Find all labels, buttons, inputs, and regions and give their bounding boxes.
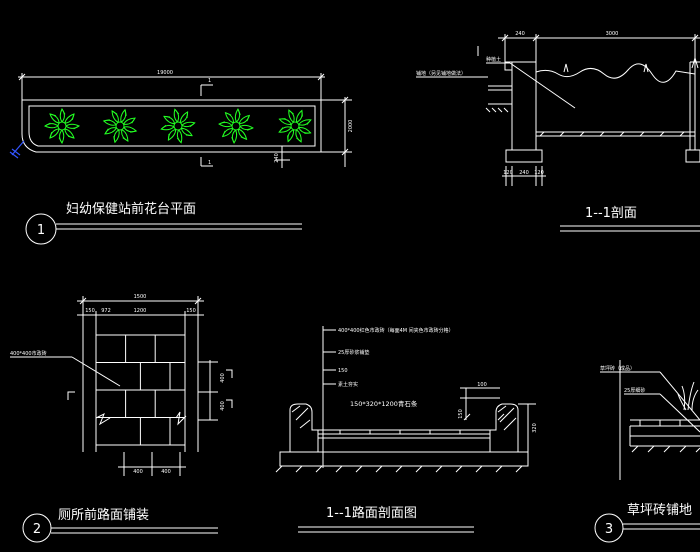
paving-bottom-dim-1: 400 [133, 469, 143, 475]
paving-section-base [279, 451, 529, 467]
panel1-title: 妇幼保健站前花台平面 [66, 201, 196, 217]
panel4-title: 1--1路面剖面图 [326, 505, 417, 521]
lawn-brick-section: 草坪砖（成品） 25厚细砂 3 草坪砖铺地 [594, 360, 700, 543]
plant-icon [218, 108, 254, 144]
plan-length-label: 19000 [157, 70, 173, 76]
paving-section-dim-v3: 320 [532, 423, 538, 433]
planter-outline-outer [21, 99, 322, 153]
section-ground-hatch [485, 107, 509, 113]
paving-plan: 1500 150 972 1200 150 400*400市政砖 400 400 [10, 294, 233, 543]
section-bottom-dim-1: 120 [503, 170, 513, 176]
panel1-number: 1 [37, 223, 45, 238]
panel5-title: 草坪砖铺地 [627, 503, 692, 518]
plant-icon [43, 107, 81, 145]
lawn-label-1: 草坪砖（成品） [600, 365, 635, 372]
paving-dim-c: 1200 [134, 308, 147, 314]
section-soil-surface [535, 63, 696, 83]
paving-section-callout-1: 400*400红色市政砖（每面4M 间夹色市政砖分格） [338, 327, 454, 334]
section-marker-bottom-label: 1 [208, 160, 211, 166]
paving-section-dim-v2: 150 [458, 409, 464, 419]
paving-tile-grid [96, 334, 185, 446]
paving-dim-d: 150 [186, 308, 196, 314]
section-total-dim: 3000 [606, 31, 619, 37]
panel5-number-circle [594, 513, 624, 543]
lawn-grass [677, 381, 699, 411]
plan-dimension-width: 2000 [321, 96, 354, 167]
panel3-number: 2 [33, 522, 41, 537]
panel2-title: 1--1剖面 [585, 206, 637, 221]
paving-dim-b: 972 [101, 308, 111, 314]
planter-plants [43, 107, 312, 145]
paving-total-dim: 1500 [134, 294, 147, 300]
paving-bottom-dim-2: 400 [161, 469, 171, 475]
panel1-title-block: 1 妇幼保健站前花台平面 [25, 201, 302, 245]
plant-icon [160, 108, 196, 144]
panel5-number: 3 [605, 522, 613, 537]
plan-dimension-length: 19000 [18, 70, 325, 100]
lawn-label-2: 25厚细砂 [624, 387, 645, 394]
paving-section-callout-2: 25厚砂浆铺垫 [338, 349, 369, 356]
paving-section-dim-v1: 100 [477, 382, 487, 388]
paving-section-callout-4: 素土夯实 [338, 381, 358, 388]
paving-section-right-curb [489, 403, 519, 453]
plant-icon [278, 109, 312, 143]
paving-section-earth-hatch [275, 465, 523, 473]
paving-dim-a: 150 [85, 308, 95, 314]
section-marker-top-label: 1 [208, 78, 211, 84]
plan-leader-line [9, 140, 25, 159]
paving-right-dim-2: 400 [220, 401, 226, 411]
section-footing [505, 149, 543, 163]
plant-icon [102, 108, 138, 144]
planter-plan: 19000 2000 240 1 1 [9, 70, 354, 245]
paving-section-callout-3: 150 [338, 368, 348, 374]
section-marker-bottom: 1 [200, 157, 213, 167]
paving-section: 400*400红色市政砖（每面4M 间夹色市政砖分格） 25厚砂浆铺垫 150 … [275, 326, 538, 533]
section-wall-dim: 240 [515, 31, 525, 37]
section-wall [504, 61, 537, 151]
plan-width-label: 2000 [348, 120, 354, 133]
planter-outline-inner [28, 105, 316, 147]
section-marker-top: 1 [200, 78, 213, 96]
paving-section-left-curb [289, 403, 319, 453]
paving-right-dim-1: 400 [220, 373, 226, 383]
section-soil-label: 种植土 [486, 56, 501, 63]
plan-small-dim-label: 240 [274, 153, 280, 163]
panel3-title: 厕所前路面铺装 [58, 507, 149, 523]
section-bottom-dim-3: 120 [534, 170, 544, 176]
section-ground-label: 铺地（另见铺地做法） [416, 70, 466, 77]
planter-section: 240 3000 种植土 铺地（另见铺地做法） 120 24 [416, 31, 700, 232]
paving-section-curb-label: 150*320*1200青石条 [350, 399, 418, 408]
paving-tile-label: 400*400市政砖 [10, 350, 47, 357]
section-bottom-dim-2: 240 [519, 170, 529, 176]
